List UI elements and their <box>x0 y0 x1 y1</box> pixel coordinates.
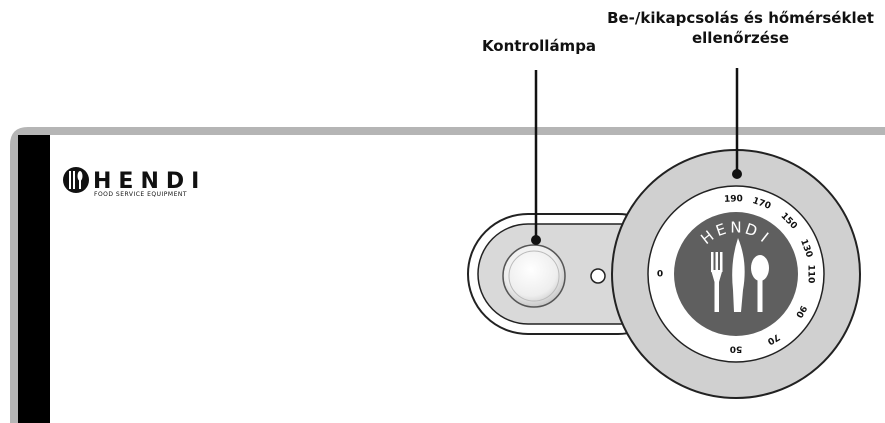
dial-brand-letter: D <box>743 220 760 241</box>
callout-indicator-lamp: Kontrollámpa <box>480 36 598 56</box>
dial-brand-letter: N <box>730 219 741 237</box>
callout-power-temp-line1: Be-/kikapcsolás és hőmérséklet <box>607 9 874 27</box>
dial-pointer-mark <box>590 268 606 284</box>
dial-scale-label: 110 <box>806 265 816 284</box>
dial-scale-label: 50 <box>730 344 743 354</box>
hendi-logo-name: HENDI <box>93 169 206 194</box>
callout-power-temp-line2: ellenőrzése <box>691 29 790 47</box>
appliance-panel <box>10 127 885 423</box>
callout-power-temp-leader <box>732 68 742 179</box>
hendi-logo-badge-icon <box>63 167 89 193</box>
panel-left-bar <box>18 135 50 423</box>
dial-scale-label: 0 <box>657 270 663 280</box>
callout-indicator-lamp-text: Kontrollámpa <box>481 37 597 55</box>
callout-indicator-lamp-leader <box>531 70 541 245</box>
dial-scale-label: 190 <box>724 194 743 205</box>
hendi-logo: HENDI FOOD SERVICE EQUIPMENT <box>63 167 206 198</box>
callout-power-temp: Be-/kikapcsolás és hőmérséklet ellenőrzé… <box>598 8 883 48</box>
hendi-logo-tagline: FOOD SERVICE EQUIPMENT <box>94 191 187 198</box>
cutlery-icon <box>711 238 769 312</box>
indicator-lamp <box>502 244 566 308</box>
